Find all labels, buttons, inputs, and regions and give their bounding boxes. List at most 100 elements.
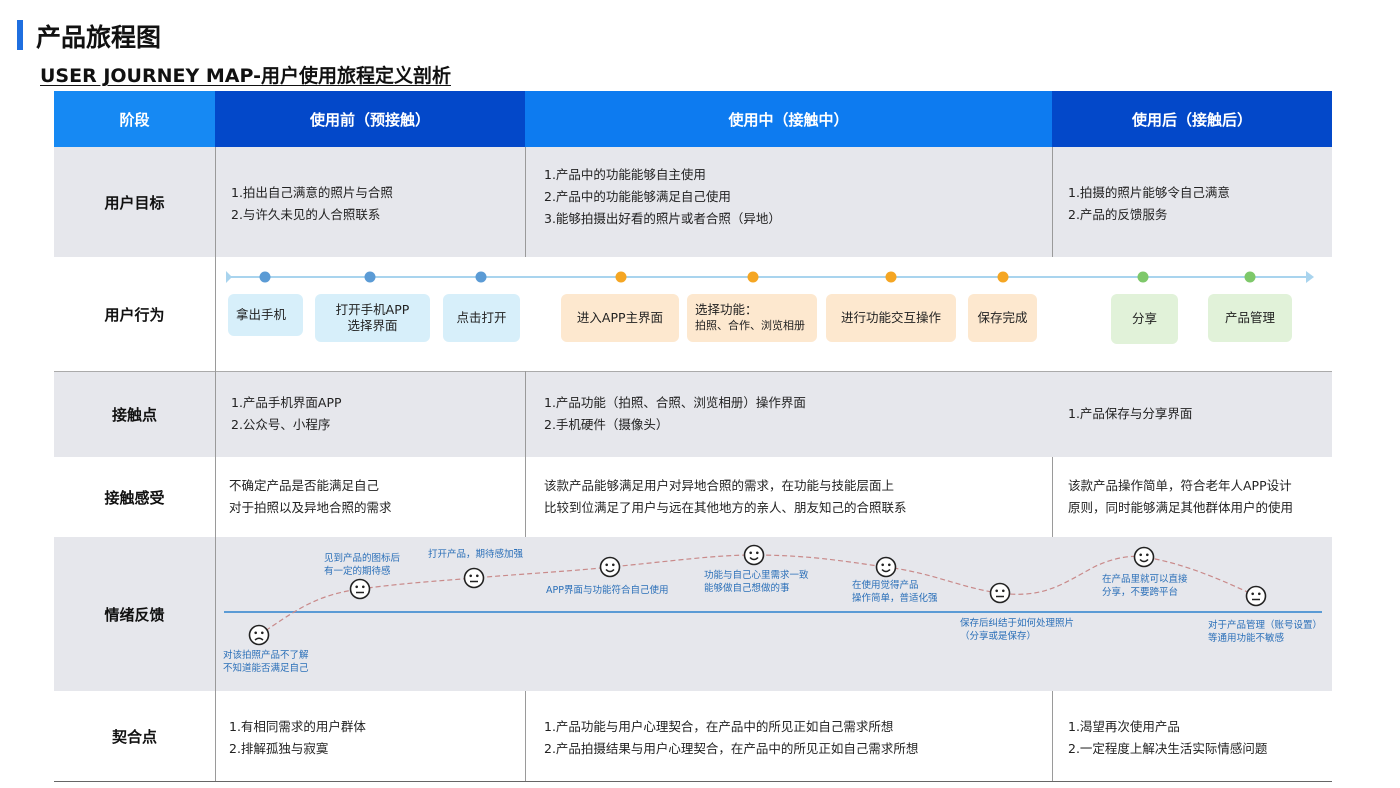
emotion-note: 功能与自己心里需求一致 能够做自己想做的事 <box>704 569 809 595</box>
emotion-note-line: 见到产品的图标后 <box>324 553 401 564</box>
fit-after-line: 1.渴望再次使用产品 <box>1068 719 1180 734</box>
feelings-during: 该款产品能够满足用户对异地合照的需求，在功能与技能层面上 比较到位满足了用户与远… <box>544 475 907 519</box>
emotion-note: 对该拍照产品不了解 不知道能否满足自己 <box>223 649 309 675</box>
timeline-dot <box>747 271 759 283</box>
emotion-note-line: 分享，不要跨平台 <box>1102 587 1179 598</box>
goals-row: 用户目标 1.拍出自己满意的照片与合照 2.与许久未见的人合照联系 1.产品中的… <box>54 147 1332 257</box>
feelings-before-line: 不确定产品是否能满足自己 <box>229 478 380 493</box>
action-text: 拿出手机 <box>236 307 287 322</box>
header-after: 使用后（接触后） <box>1052 91 1332 147</box>
goals-before-line: 2.与许久未见的人合照联系 <box>231 207 381 222</box>
fit-before-line: 1.有相同需求的用户群体 <box>229 719 366 734</box>
emotion-note-line: 等通用功能不敏感 <box>1208 633 1285 644</box>
timeline-dot <box>615 271 627 283</box>
emotion-note-line: 在产品里就可以直接 <box>1102 574 1188 585</box>
touchpoints-before-line: 1.产品手机界面APP <box>231 395 342 410</box>
page-title: 产品旅程图 <box>36 23 162 52</box>
divider <box>215 257 216 371</box>
feelings-label: 接触感受 <box>104 488 165 507</box>
goals-during: 1.产品中的功能能够自主使用 2.产品中的功能能够满足自己使用 3.能够拍摄出好… <box>544 164 781 230</box>
emotion-note: 在使用觉得产品 操作简单，普适化强 <box>852 579 938 605</box>
fit-after-line: 2.一定程度上解决生活实际情感问题 <box>1068 741 1268 756</box>
journey-map-table: 阶段 使用前（预接触） 使用中（接触中） 使用后（接触后） 用户目标 1.拍出自… <box>54 91 1332 782</box>
happy-face-icon <box>599 556 621 578</box>
touchpoints-row: 接触点 1.产品手机界面APP 2.公众号、小程序 1.产品功能（拍照、合照、浏… <box>54 371 1332 457</box>
emotion-note-line: 操作简单，普适化强 <box>852 593 938 604</box>
timeline-svg <box>226 271 1314 283</box>
emotion-row: 情绪反馈 对该拍照产品不了解 不知道能否满足自己 见到产品的图标后 有一定的期待… <box>54 537 1332 691</box>
timeline-dot <box>1137 271 1149 283</box>
emotion-note-line: 对该拍照产品不了解 <box>223 650 309 661</box>
touchpoints-label: 接触点 <box>111 405 157 424</box>
emotion-note-line: 不知道能否满足自己 <box>223 663 309 674</box>
feelings-after-line: 该款产品操作简单，符合老年人APP设计 <box>1068 478 1292 493</box>
feelings-during-line: 比较到位满足了用户与远在其他地方的亲人、朋友知己的合照联系 <box>544 500 907 515</box>
goals-after: 1.拍摄的照片能够令自己满意 2.产品的反馈服务 <box>1068 182 1230 226</box>
title-accent-bar <box>17 20 23 50</box>
action-box: 保存完成 <box>968 294 1037 342</box>
table-bottom-border <box>54 781 1332 782</box>
touchpoints-before: 1.产品手机界面APP 2.公众号、小程序 <box>231 392 342 436</box>
emotion-note-line: 保存后纠结于如何处理照片 <box>960 618 1075 629</box>
action-text: 进入APP主界面 <box>576 310 664 325</box>
emotion-note-line: 能够做自己想做的事 <box>704 583 790 594</box>
action-subtext: 拍照、合作、浏览相册 <box>695 319 805 332</box>
row-border <box>54 371 1332 372</box>
action-box: 进入APP主界面 <box>561 294 679 342</box>
fit-before-line: 2.排解孤独与寂寞 <box>229 741 329 756</box>
feelings-during-line: 该款产品能够满足用户对异地合照的需求，在功能与技能层面上 <box>544 478 895 493</box>
fit-before: 1.有相同需求的用户群体 2.排解孤独与寂寞 <box>229 716 366 760</box>
emotion-label: 情绪反馈 <box>104 605 165 624</box>
header-row: 阶段 使用前（预接触） 使用中（接触中） 使用后（接触后） <box>54 91 1332 147</box>
happy-face-icon <box>1133 546 1155 568</box>
feelings-after: 该款产品操作简单，符合老年人APP设计 原则，同时能够满足其他群体用户的使用 <box>1068 475 1293 519</box>
goals-during-line: 2.产品中的功能能够满足自己使用 <box>544 189 731 204</box>
goals-after-line: 2.产品的反馈服务 <box>1068 207 1168 222</box>
header-stage: 阶段 <box>54 91 215 147</box>
emotion-note-line: 有一定的期待感 <box>324 566 391 577</box>
emotion-note-line: APP界面与功能符合自己使用 <box>546 585 669 596</box>
action-box: 拿出手机 <box>228 294 303 336</box>
header-during: 使用中（接触中） <box>525 91 1052 147</box>
feelings-before-line: 对于拍照以及异地合照的需求 <box>229 500 392 515</box>
divider <box>1052 147 1053 257</box>
divider <box>525 457 526 537</box>
timeline-start-arrow <box>226 271 232 283</box>
emotion-note: 在产品里就可以直接 分享，不要跨平台 <box>1102 573 1188 599</box>
action-box: 点击打开 <box>443 294 520 342</box>
action-text: 产品管理 <box>1224 310 1275 325</box>
goals-during-line: 1.产品中的功能能够自主使用 <box>544 167 706 182</box>
timeline-dot <box>997 271 1009 283</box>
action-box: 分享 <box>1111 294 1178 344</box>
emotion-curve <box>258 554 1257 636</box>
goals-during-line: 3.能够拍摄出好看的照片或者合照（异地） <box>544 211 781 226</box>
goals-after-line: 1.拍摄的照片能够令自己满意 <box>1068 185 1230 200</box>
emotion-note: 保存后纠结于如何处理照片 （分享或是保存） <box>960 617 1074 643</box>
action-box: 产品管理 <box>1208 294 1292 342</box>
happy-face-icon <box>875 556 897 578</box>
emotion-note: 见到产品的图标后 有一定的期待感 <box>324 552 400 578</box>
divider <box>525 147 526 257</box>
page-subtitle: USER JOURNEY MAP-用户使用旅程定义剖析 <box>40 65 451 87</box>
sad-face-icon <box>248 624 270 646</box>
emotion-note: 打开产品，期待感加强 <box>428 548 523 561</box>
feelings-before: 不确定产品是否能满足自己 对于拍照以及异地合照的需求 <box>229 475 392 519</box>
touchpoints-before-line: 2.公众号、小程序 <box>231 417 331 432</box>
divider <box>215 457 216 537</box>
timeline-dot <box>1244 271 1256 283</box>
emotion-note-line: （分享或是保存） <box>960 631 1037 642</box>
timeline-dot <box>475 271 487 283</box>
action-text: 打开手机APP 选择界面 <box>335 302 410 333</box>
feelings-row: 接触感受 不确定产品是否能满足自己 对于拍照以及异地合照的需求 该款产品能够满足… <box>54 457 1332 537</box>
actions-label: 用户行为 <box>104 305 165 324</box>
fit-after: 1.渴望再次使用产品 2.一定程度上解决生活实际情感问题 <box>1068 716 1267 760</box>
fit-label: 契合点 <box>111 728 157 746</box>
divider <box>525 691 526 782</box>
timeline-dot <box>885 271 897 283</box>
touchpoints-during-line: 1.产品功能（拍照、合照、浏览相册）操作界面 <box>544 395 806 410</box>
emotion-note-line: 对于产品管理（账号设置） <box>1208 620 1323 631</box>
fit-during: 1.产品功能与用户心理契合，在产品中的所见正如自己需求所想 2.产品拍摄结果与用… <box>544 716 918 760</box>
divider <box>215 147 216 257</box>
action-text: 选择功能： <box>695 302 758 317</box>
fit-during-line: 1.产品功能与用户心理契合，在产品中的所见正如自己需求所想 <box>544 719 894 734</box>
